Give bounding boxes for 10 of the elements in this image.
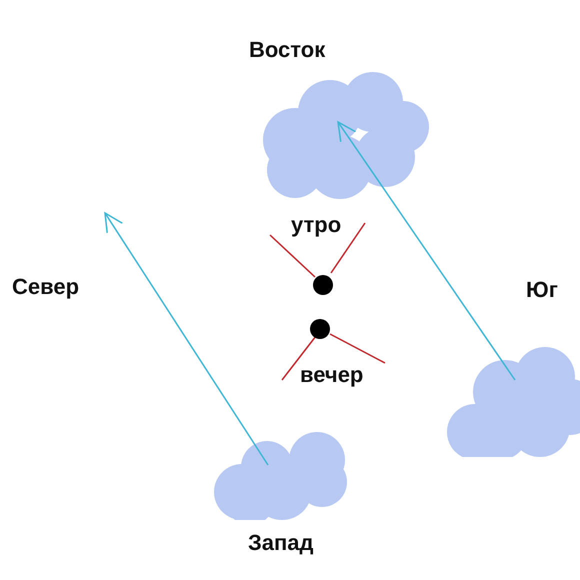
time-label: утро (291, 212, 342, 238)
cloud (445, 347, 580, 457)
direction-label: Запад (248, 530, 314, 556)
time-label: вечер (300, 362, 364, 388)
arrow (337, 121, 516, 380)
direction-label: Восток (249, 37, 326, 63)
arrow (104, 212, 269, 466)
cloud (212, 432, 349, 520)
direction-label: Север (12, 274, 80, 300)
direction-label: Юг (526, 277, 558, 303)
